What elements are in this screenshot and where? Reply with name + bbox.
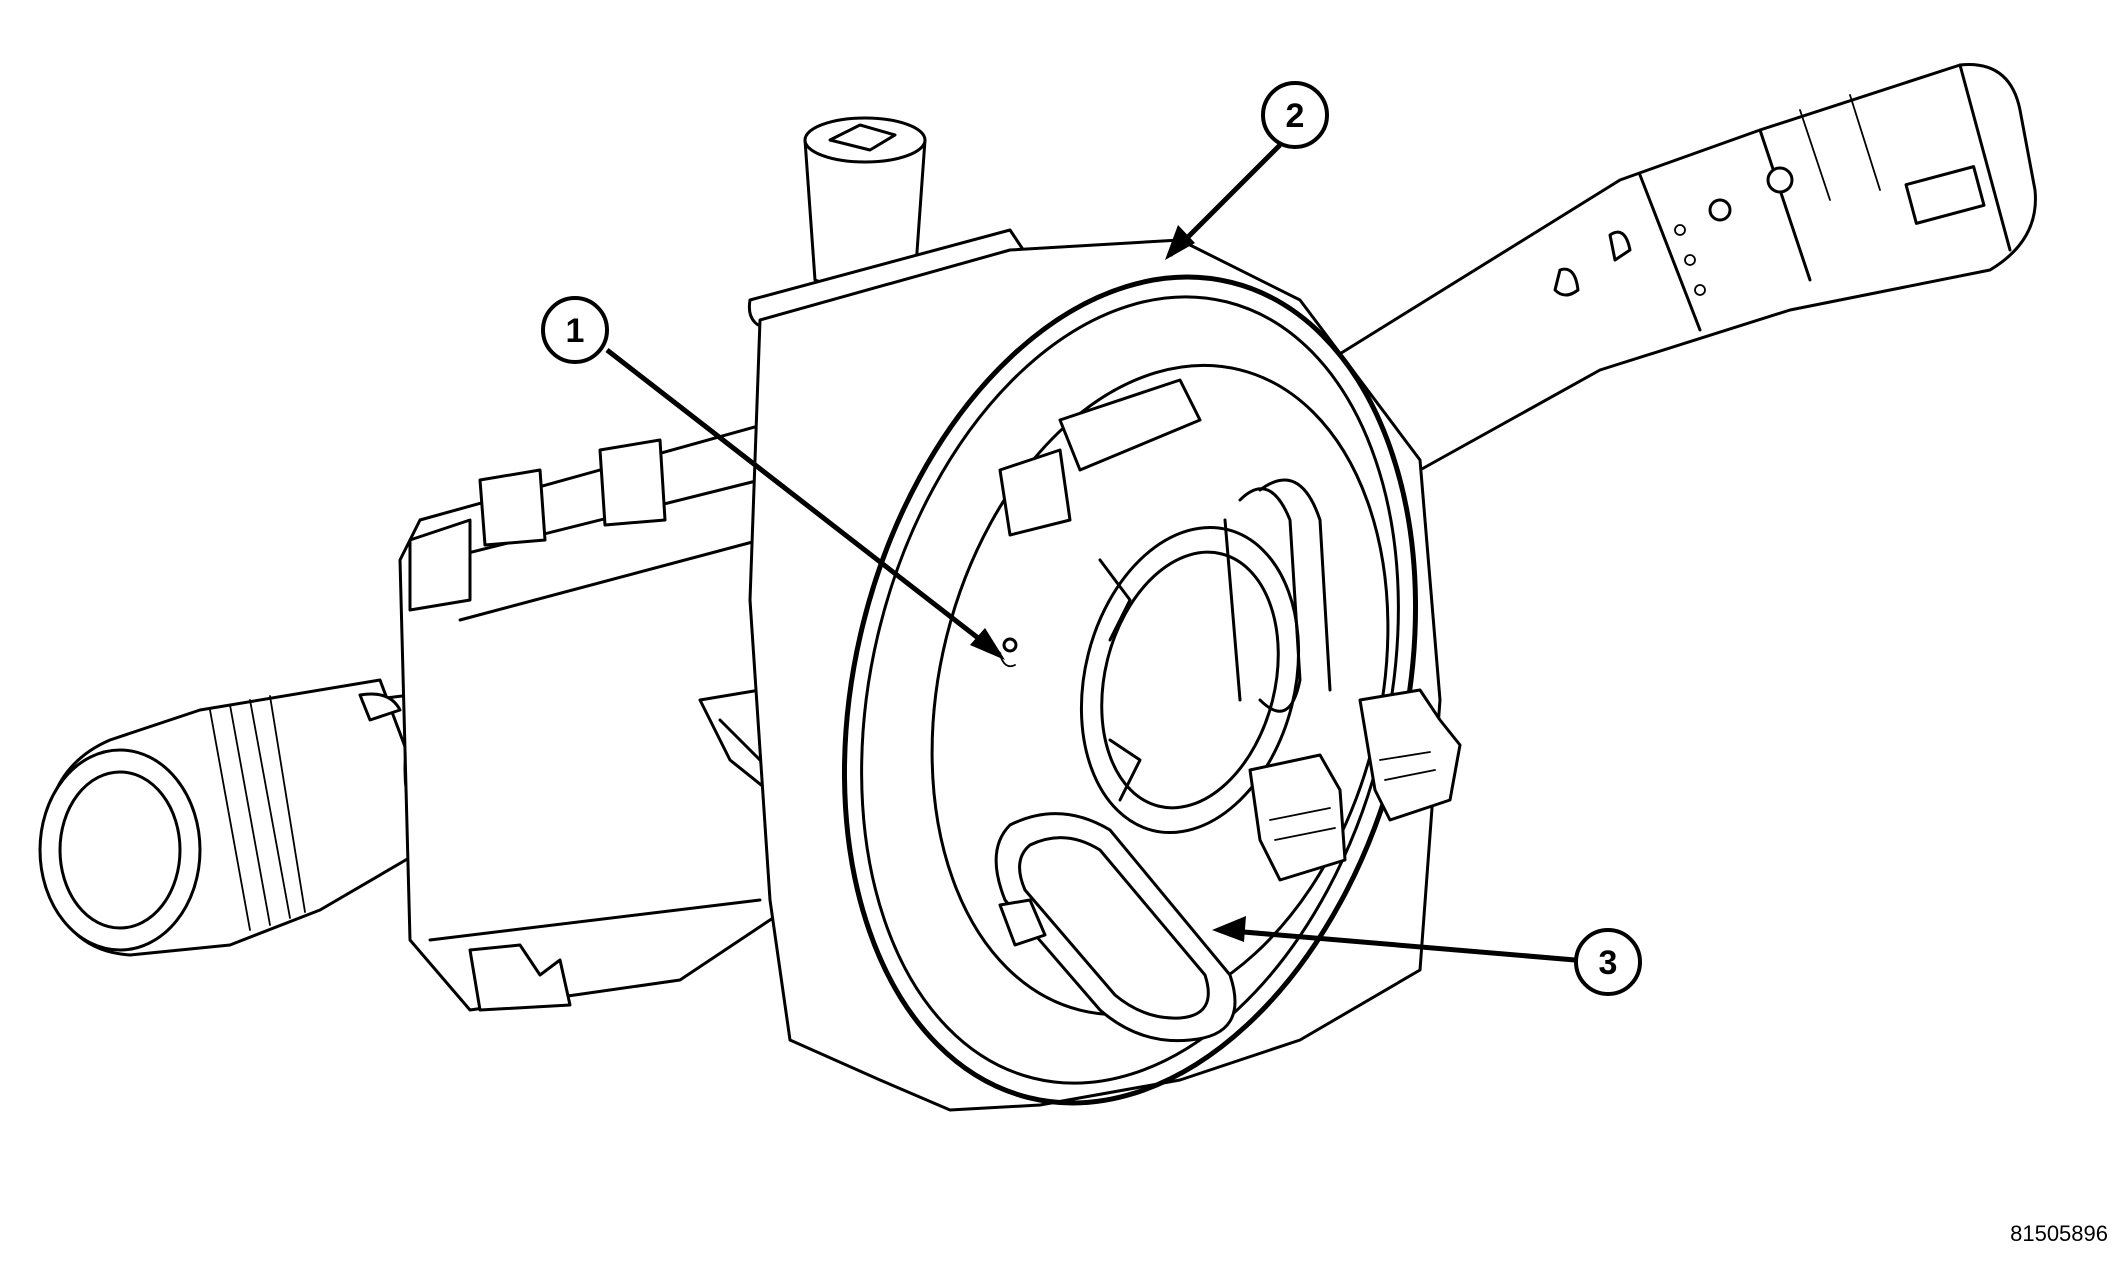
callout-3-label: 3 <box>1599 944 1618 982</box>
callout-2: 2 <box>1261 81 1329 149</box>
callout-2-label: 2 <box>1286 97 1305 135</box>
callout-leaders <box>605 143 1576 963</box>
right-switch-stalk <box>1328 63 2037 472</box>
arrowhead-1 <box>970 628 1005 660</box>
leader-line-3 <box>1219 927 1576 963</box>
callout-1-label: 1 <box>566 312 585 350</box>
figure-id: 81505896 <box>2010 1221 2108 1246</box>
clockspring-housing <box>748 238 1462 1112</box>
arrowhead-3 <box>1212 916 1246 942</box>
clockspring-window <box>994 812 1237 1043</box>
arrowhead-2 <box>1165 225 1195 260</box>
callout-1: 1 <box>541 296 609 364</box>
leader-line-1 <box>605 348 1002 657</box>
callout-3: 3 <box>1574 928 1642 996</box>
